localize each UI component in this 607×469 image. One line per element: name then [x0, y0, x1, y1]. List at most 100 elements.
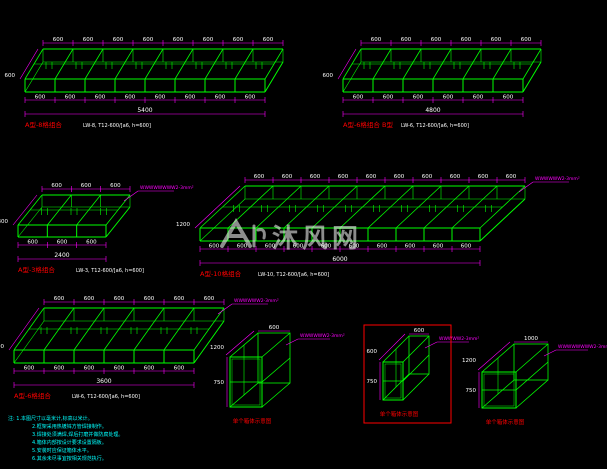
top-dimension-label: 600	[371, 37, 382, 43]
bottom-dimension-label: 600	[84, 366, 95, 372]
top-depth-bar	[492, 48, 512, 80]
bottom-dimension-label: 600	[27, 240, 38, 246]
top-dimension-label: 600	[478, 174, 489, 180]
top-depth-bar	[84, 48, 104, 80]
note-line: 3.焊接处须满焊,焊后打磨并做防腐处理。	[32, 431, 123, 438]
cube-dimension-label: 1200	[210, 345, 224, 351]
top-depth-bar	[432, 48, 452, 80]
top-depth-bar	[199, 185, 246, 229]
cube-mid-depth	[261, 357, 291, 383]
top-depth-bar	[367, 185, 414, 229]
bottom-dimension-label: 600	[35, 95, 46, 101]
cube-dimension-line	[477, 341, 511, 371]
note-line: 4.箱体内部按设计要求设置隔板。	[32, 439, 107, 446]
cube-dimension-label: 750	[466, 388, 477, 394]
top-dimension-label: 600	[506, 174, 517, 180]
top-dimension-label: 600	[113, 37, 124, 43]
left-bottom-depth-bar	[13, 320, 45, 364]
side-dimension-label: 300	[0, 219, 8, 225]
bottom-dimension-label: 600	[185, 95, 196, 101]
cube-label: 单个箱体示意图	[380, 410, 419, 418]
top-dimension-label: 600	[461, 37, 472, 43]
cube-mid-depth	[402, 354, 430, 382]
bottom-dimension-label: 600	[65, 95, 76, 101]
cube-depth-edge	[402, 373, 430, 401]
right-bottom-depth-bar	[479, 198, 526, 242]
left-bottom-depth-bar	[199, 198, 246, 242]
top-dimension-label: 600	[110, 183, 121, 189]
total-dimension-label: 4800	[425, 107, 440, 114]
bottom-dimension-label: 600	[377, 244, 388, 250]
right-bottom-depth-bar	[264, 61, 284, 93]
top-depth-bar	[479, 185, 526, 229]
top-depth-bar	[174, 48, 194, 80]
leader-line	[424, 341, 438, 349]
leader-text: WWWWWW2-3mm²	[300, 333, 345, 339]
top-dimension-label: 600	[143, 37, 154, 43]
cube-dimension-label: 600	[269, 325, 280, 331]
top-dimension-label: 600	[394, 174, 405, 180]
top-depth-bar	[339, 185, 386, 229]
assembly-label: A型-3格组合	[18, 265, 55, 274]
top-dimension-label: 600	[282, 174, 293, 180]
cube-dimension-label: 600	[414, 328, 425, 334]
bottom-dimension-label: 600	[215, 95, 226, 101]
top-dimension-label: 600	[366, 174, 377, 180]
bottom-dimension-label: 600	[433, 244, 444, 250]
bottom-dimension-label: 600	[86, 240, 97, 246]
assembly-label: A型-6格组合 B型	[343, 120, 393, 129]
side-dimension-line	[194, 185, 241, 229]
side-dimension-label: 600	[323, 73, 334, 79]
assembly-label: A型-8格组合	[25, 120, 62, 129]
top-dimension-label: 600	[401, 37, 412, 43]
bottom-dimension-label: 600	[349, 244, 360, 250]
assembly-spec: LW-10, T12-600/[a6, h=600]	[258, 272, 329, 278]
cube-depth-edge	[261, 332, 291, 358]
bottom-dimension-label: 600	[144, 366, 155, 372]
top-dimension-label: 600	[263, 37, 274, 43]
top-dimension-label: 600	[203, 37, 214, 43]
top-depth-bar	[462, 48, 482, 80]
note-line: 6.其余未尽事宜按相关规范执行。	[32, 455, 107, 462]
top-depth-bar	[423, 185, 470, 229]
side-dimension-line	[19, 48, 39, 80]
cube-dimension-label: 1000	[524, 336, 538, 342]
top-dimension-label: 600	[422, 174, 433, 180]
top-depth-bar	[73, 307, 105, 351]
left-bottom-depth-bar	[17, 206, 43, 238]
top-depth-bar	[311, 185, 358, 229]
bottom-dimension-label: 600	[405, 244, 416, 250]
top-depth-bar	[264, 48, 284, 80]
bottom-dimension-label: 600	[155, 95, 166, 101]
top-dimension-label: 600	[114, 296, 125, 302]
top-depth-bar	[133, 307, 165, 351]
total-dimension-label: 6000	[332, 256, 347, 263]
right-bottom-depth-bar	[105, 206, 131, 238]
bottom-dimension-label: 600	[114, 366, 125, 372]
top-dimension-label: 600	[81, 183, 92, 189]
assembly-spec: LW-6, T12-600/[a6, h=600]	[401, 123, 469, 129]
top-dimension-label: 600	[174, 296, 185, 302]
side-dimension-line	[8, 307, 40, 351]
bottom-dimension-label: 600	[443, 95, 454, 101]
bottom-dimension-label: 600	[383, 95, 394, 101]
cube-dimension-line	[378, 333, 406, 361]
bottom-dimension-label: 600	[473, 95, 484, 101]
side-dimension-line	[12, 194, 38, 226]
top-depth-bar	[402, 48, 422, 80]
note-line: 2.框架采用热镀锌方管焊接制作。	[32, 423, 107, 430]
cube-dimension-label: 750	[214, 380, 225, 386]
top-depth-bar	[163, 307, 195, 351]
bottom-dimension-label: 600	[237, 244, 248, 250]
top-depth-bar	[17, 194, 43, 226]
bottom-dimension-label: 600	[461, 244, 472, 250]
top-dimension-label: 600	[204, 296, 215, 302]
side-dimension-label: 1200	[176, 222, 190, 228]
cube-depth-edge	[261, 382, 291, 408]
top-dimension-label: 600	[51, 183, 62, 189]
bottom-dimension-label: 600	[245, 95, 256, 101]
